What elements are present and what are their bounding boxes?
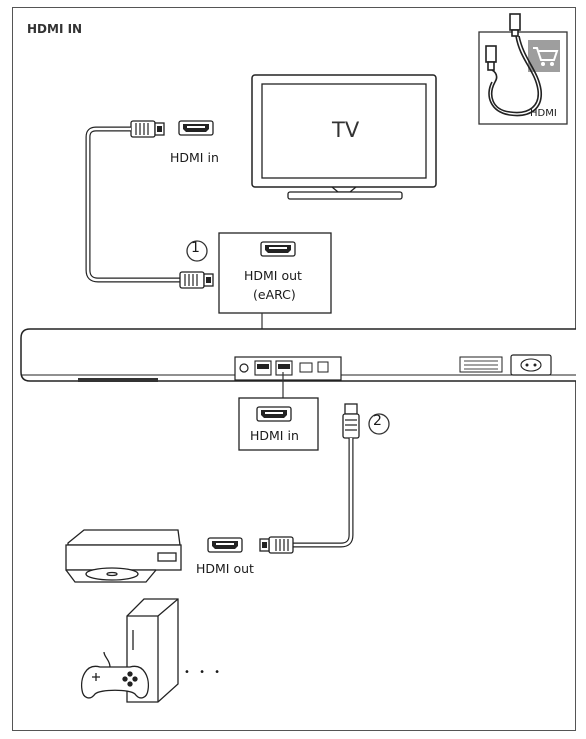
hdmi-out-port-icon xyxy=(260,241,296,257)
accessory-label: HDMI xyxy=(530,108,557,119)
tv-label: TV xyxy=(332,118,360,142)
gamepad-icon xyxy=(80,651,150,699)
cable-2 xyxy=(259,403,360,554)
step-1-marker xyxy=(186,240,208,262)
hdmi-in-label: HDMI in xyxy=(250,428,299,443)
hdmi-plug-icon xyxy=(130,120,165,138)
cart-icon xyxy=(528,40,560,72)
step-2-marker xyxy=(368,413,390,435)
hdmi-cable-icon xyxy=(485,13,542,117)
tv-icon xyxy=(251,74,437,200)
step-2-label: 2 xyxy=(373,413,382,429)
tv-hdmi-port-icon xyxy=(178,120,214,136)
source-hdmi-out-port-icon xyxy=(207,537,243,553)
hdmi-in-port-icon xyxy=(256,406,292,422)
source-hdmi-out-label: HDMI out xyxy=(196,561,254,576)
hdmi-plug-icon xyxy=(179,271,214,289)
section-title: HDMI IN xyxy=(27,22,83,36)
step-1-label: 1 xyxy=(191,240,200,256)
cable-1 xyxy=(85,120,214,289)
more-devices-ellipsis: • • • xyxy=(184,667,224,678)
blu-ray-player-icon xyxy=(65,529,182,583)
soundbar-icon xyxy=(20,328,576,382)
hdmi-out-label: HDMI out xyxy=(244,268,302,283)
accessory-box xyxy=(478,13,568,125)
earc-label: (eARC) xyxy=(253,287,296,302)
tv-hdmi-in-label: HDMI in xyxy=(170,150,219,165)
